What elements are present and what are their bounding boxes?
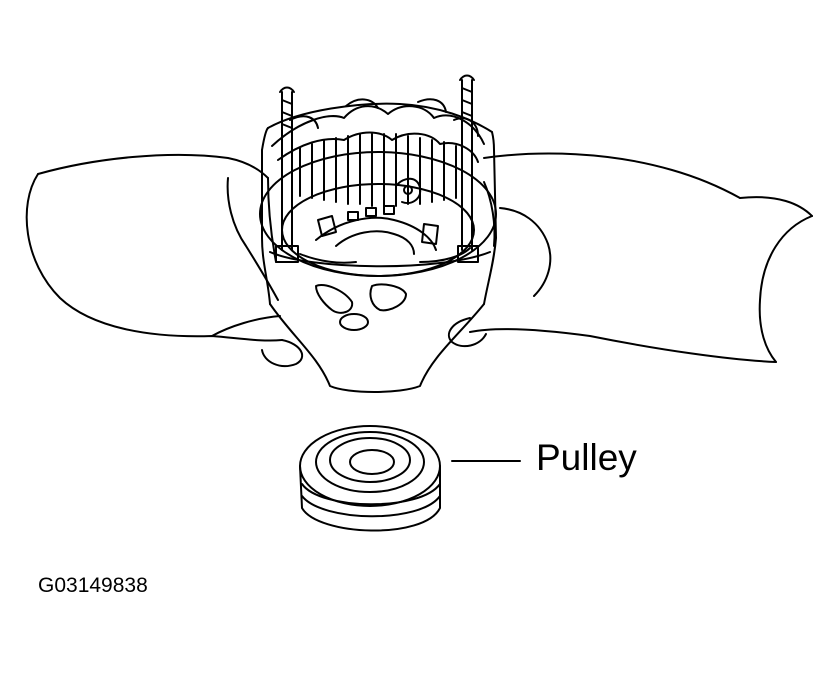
pulley bbox=[300, 426, 440, 531]
figure-id: G03149838 bbox=[38, 574, 148, 597]
right-hand bbox=[449, 154, 812, 362]
left-hand bbox=[27, 155, 302, 366]
stator-frame bbox=[260, 76, 496, 393]
pulley-label: Pulley bbox=[536, 437, 637, 478]
